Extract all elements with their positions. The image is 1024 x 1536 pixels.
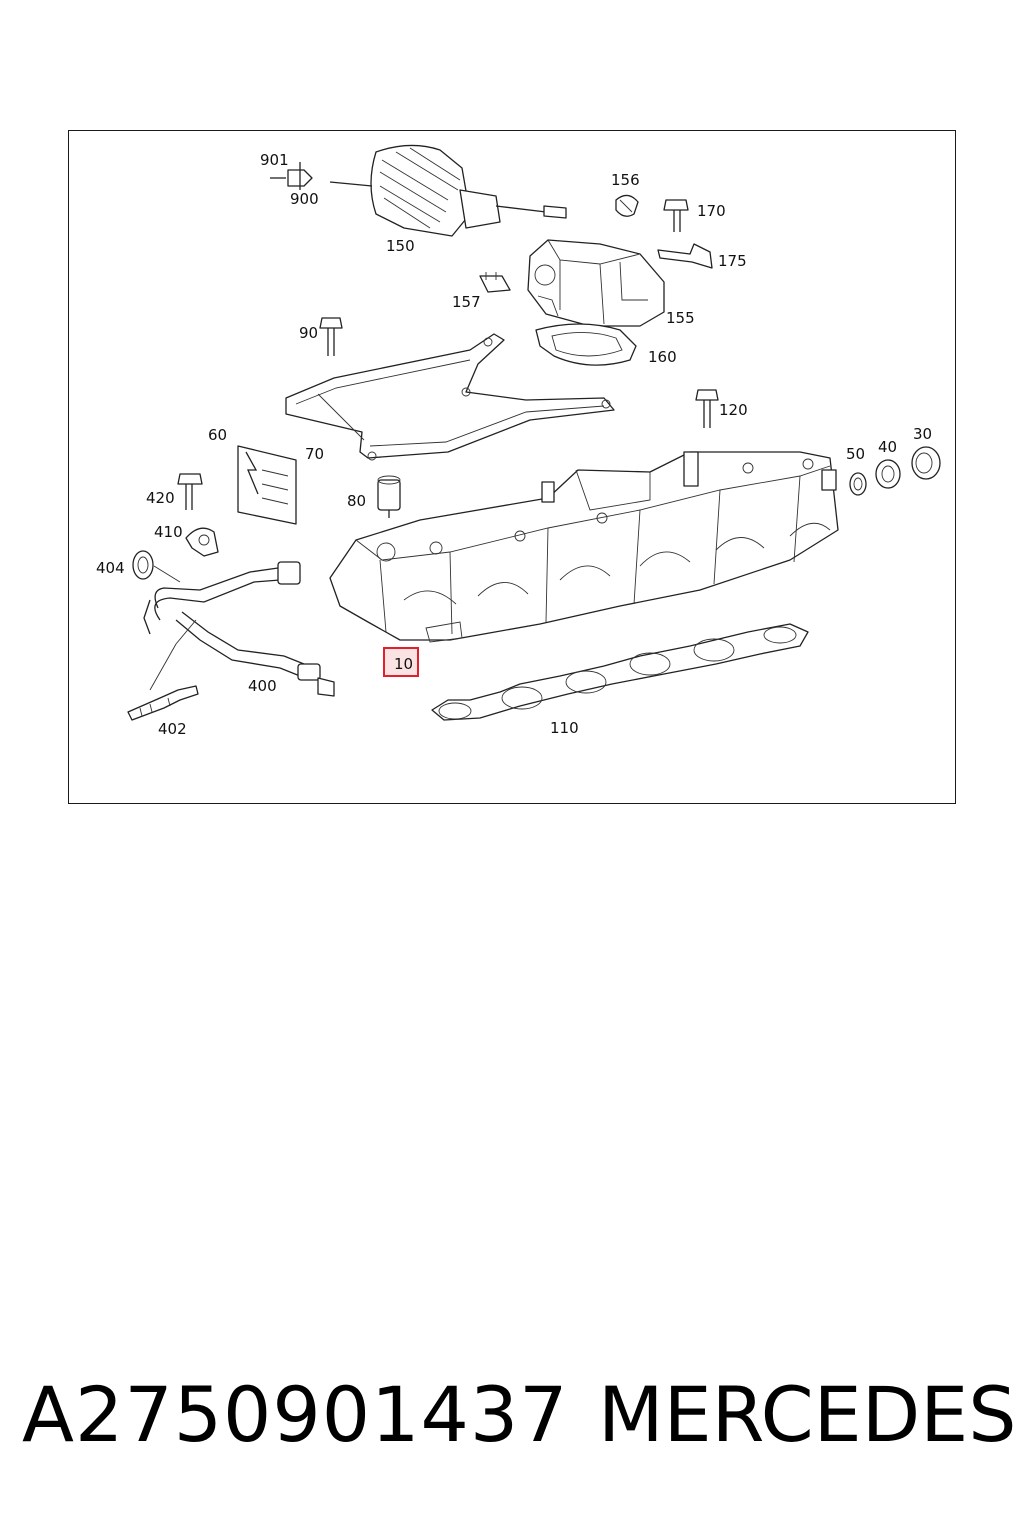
- part-10-intake-manifold: [329, 451, 839, 643]
- part-404-grommet: [132, 550, 154, 580]
- label-155: 155: [666, 309, 695, 327]
- part-90-bolt: [319, 317, 343, 356]
- part-155-actuator-motor: [527, 239, 665, 327]
- label-30: 30: [913, 425, 932, 443]
- part-120-bolt: [695, 389, 719, 428]
- label-80: 80: [347, 492, 366, 510]
- part-80-sleeve: [377, 475, 401, 518]
- leader-lines: [149, 565, 197, 691]
- part-900-901-connector: [270, 162, 313, 190]
- label-400: 400: [248, 677, 277, 695]
- part-410-clamp: [185, 527, 219, 557]
- label-900: 900: [290, 190, 319, 208]
- diagram-frame: [68, 130, 956, 804]
- label-170: 170: [697, 202, 726, 220]
- label-901: 901: [260, 151, 289, 169]
- part-60-warning-label: [237, 445, 297, 525]
- part-157-connector: [479, 272, 511, 293]
- label-404: 404: [96, 559, 125, 577]
- part-50-ring: [849, 472, 867, 496]
- label-90: 90: [299, 324, 318, 342]
- label-60: 60: [208, 426, 227, 444]
- part-160-gasket: [535, 323, 637, 366]
- footer: A2750901437 MERCEDES: [0, 1370, 1024, 1480]
- label-160: 160: [648, 348, 677, 366]
- label-70: 70: [305, 445, 324, 463]
- part-110-gasket: [431, 623, 809, 721]
- label-156: 156: [611, 171, 640, 189]
- part-70-frame: [285, 333, 615, 461]
- part-30-cap: [911, 446, 941, 480]
- label-10: 10: [394, 655, 413, 673]
- brand-name: MERCEDES: [598, 1370, 1017, 1459]
- part-150-actuator: [329, 144, 567, 237]
- part-402-sensor: [127, 685, 199, 721]
- part-420-screw: [177, 473, 203, 510]
- label-420: 420: [146, 489, 175, 507]
- highlight-box-part-10: [383, 647, 419, 677]
- part-40-plug: [875, 459, 901, 489]
- part-400-hose: [143, 561, 335, 697]
- label-40: 40: [878, 438, 897, 456]
- label-50: 50: [846, 445, 865, 463]
- part-175-bracket: [657, 243, 713, 269]
- label-110: 110: [550, 719, 579, 737]
- label-410: 410: [154, 523, 183, 541]
- label-402: 402: [158, 720, 187, 738]
- label-157: 157: [452, 293, 481, 311]
- label-120: 120: [719, 401, 748, 419]
- part-170-bolt: [663, 199, 689, 232]
- part-number: A2750901437: [22, 1370, 569, 1459]
- label-175: 175: [718, 252, 747, 270]
- part-156-clip: [615, 194, 639, 217]
- label-150: 150: [386, 237, 415, 255]
- exploded-parts-diagram: 901 900 150 156 170 175 157 155 90 160 1…: [96, 144, 941, 738]
